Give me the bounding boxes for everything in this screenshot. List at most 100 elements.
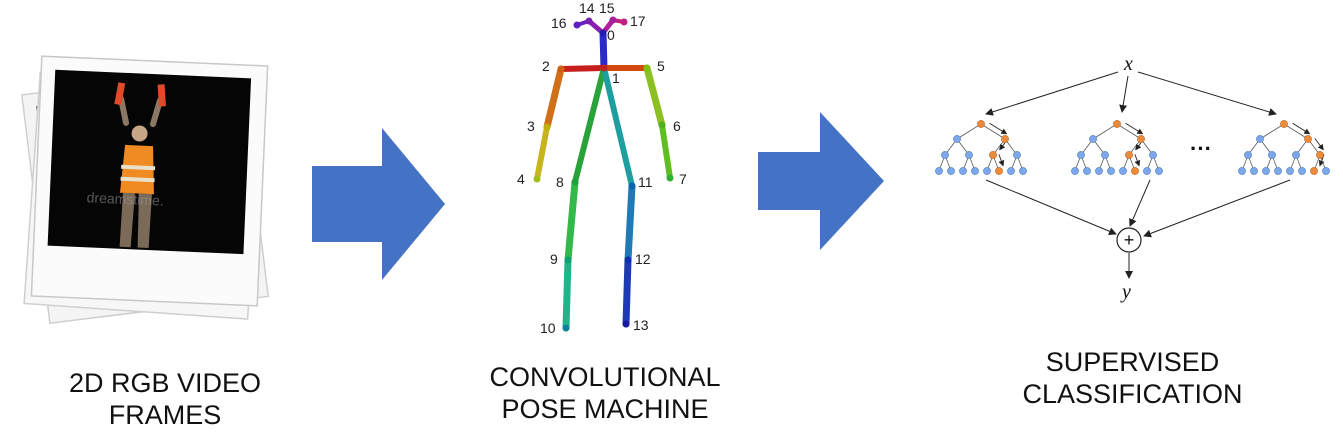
photo-stack-icon: dreamstime. [21,55,270,324]
tree-edge [1116,123,1142,140]
joint-label-5: 5 [657,58,665,74]
forest-connectors [985,71,1291,279]
joint-label-13: 13 [633,317,649,333]
tree-node [1262,167,1270,175]
caption-pose: CONVOLUTIONAL POSE MACHINE [470,361,740,425]
tree-edge [980,123,1006,140]
joint-label-7: 7 [679,171,687,187]
joint-label-9: 9 [550,251,558,267]
joint-label-14: 14 [579,0,595,16]
caption-classification-line2: CLASSIFICATION [1022,379,1243,409]
tree-edge [1259,123,1285,140]
tree-node-active [1137,135,1145,143]
joint-label-15: 15 [599,0,615,16]
decision-path-arrow [989,122,1008,135]
tree-node-active [1280,120,1288,128]
pose-joint-labels: 0 1 2 3 4 5 6 7 8 9 10 11 12 13 14 15 16… [517,0,687,336]
tree-node [1083,167,1091,175]
joint-label-4: 4 [517,171,525,187]
tree-node [1119,167,1127,175]
tree-node-active [1113,120,1121,128]
tree-edge [1092,123,1118,140]
signalman-figure [114,82,166,249]
joint-label-3: 3 [527,118,535,134]
decision-path-arrow [1314,138,1324,151]
joint-label-0: 0 [607,27,615,43]
joint-label-2: 2 [542,58,550,74]
tree-node [1268,151,1276,159]
tree-node [1256,135,1264,143]
decision-tree [935,120,1027,175]
photo-front: dreamstime. [30,55,269,307]
tree-node [1077,151,1085,159]
tree-node [941,151,949,159]
photo-watermark: dreamstime. [86,189,164,208]
tree-node-active [1131,167,1139,175]
decision-path-arrow [998,154,1005,167]
caption-pose-line2: POSE MACHINE [501,394,709,424]
tree-node-active [977,120,985,128]
tree-node [935,167,943,175]
tree-node-active [1125,151,1133,159]
tree-node [1019,167,1027,175]
sum-node: + [1116,227,1142,253]
forest-input-label: x [1123,53,1133,75]
caption-classification-line1: SUPERVISED [1045,347,1220,377]
tree-node [1143,167,1151,175]
caption-input-line2: FRAMES [108,400,222,430]
tree-node [971,167,979,175]
decision-path-arrow [1125,122,1144,135]
tree-node [1089,135,1097,143]
joint-label-12: 12 [635,251,651,267]
sum-symbol: + [1124,230,1135,250]
joint-label-16: 16 [551,15,567,31]
caption-input: 2D RGB VIDEO FRAMES [40,367,290,431]
forest-ellipsis: ··· [1190,136,1212,161]
tree-node [1244,151,1252,159]
tree-node [953,135,961,143]
decision-tree [1238,120,1330,175]
right-arrow-icon [758,112,884,250]
tree-node-active [995,167,1003,175]
tree-node [1095,167,1103,175]
tree-node [983,167,991,175]
caption-pose-line1: CONVOLUTIONAL [489,362,721,392]
tree-node-active [989,151,997,159]
joint-label-17: 17 [630,13,646,29]
tree-node [959,167,967,175]
tree-node [1292,151,1300,159]
tree-node-active [1001,135,1009,143]
joint-label-8: 8 [556,174,564,190]
tree-node [1101,151,1109,159]
tree-node [1238,167,1246,175]
tree-node [1250,167,1258,175]
joint-label-1: 1 [612,70,620,86]
caption-input-line1: 2D RGB VIDEO [68,368,262,398]
joint-label-11: 11 [638,174,653,190]
tree-node [1107,167,1115,175]
tree-node [1149,151,1157,159]
tree-edge [1283,123,1309,140]
right-arrow-icon [312,128,445,280]
tree-node [1013,151,1021,159]
tree-node [965,151,973,159]
tree-node [1322,167,1330,175]
decision-path-arrow [1134,154,1141,167]
tree-edge [956,123,982,140]
caption-classification: SUPERVISED CLASSIFICATION [1000,346,1265,410]
tree-node-active [1310,167,1318,175]
tree-node [1286,167,1294,175]
tree-node [1155,167,1163,175]
pose-skeleton [533,16,674,332]
joint-label-6: 6 [673,118,681,134]
tree-node [1007,167,1015,175]
forest-output-label: y [1120,281,1131,303]
tree-node [1274,167,1282,175]
decision-tree [1071,120,1163,175]
joint-label-10: 10 [540,320,556,336]
tree-node-active [1304,135,1312,143]
tree-node-active [1316,151,1324,159]
decision-path-arrow [1292,122,1311,135]
